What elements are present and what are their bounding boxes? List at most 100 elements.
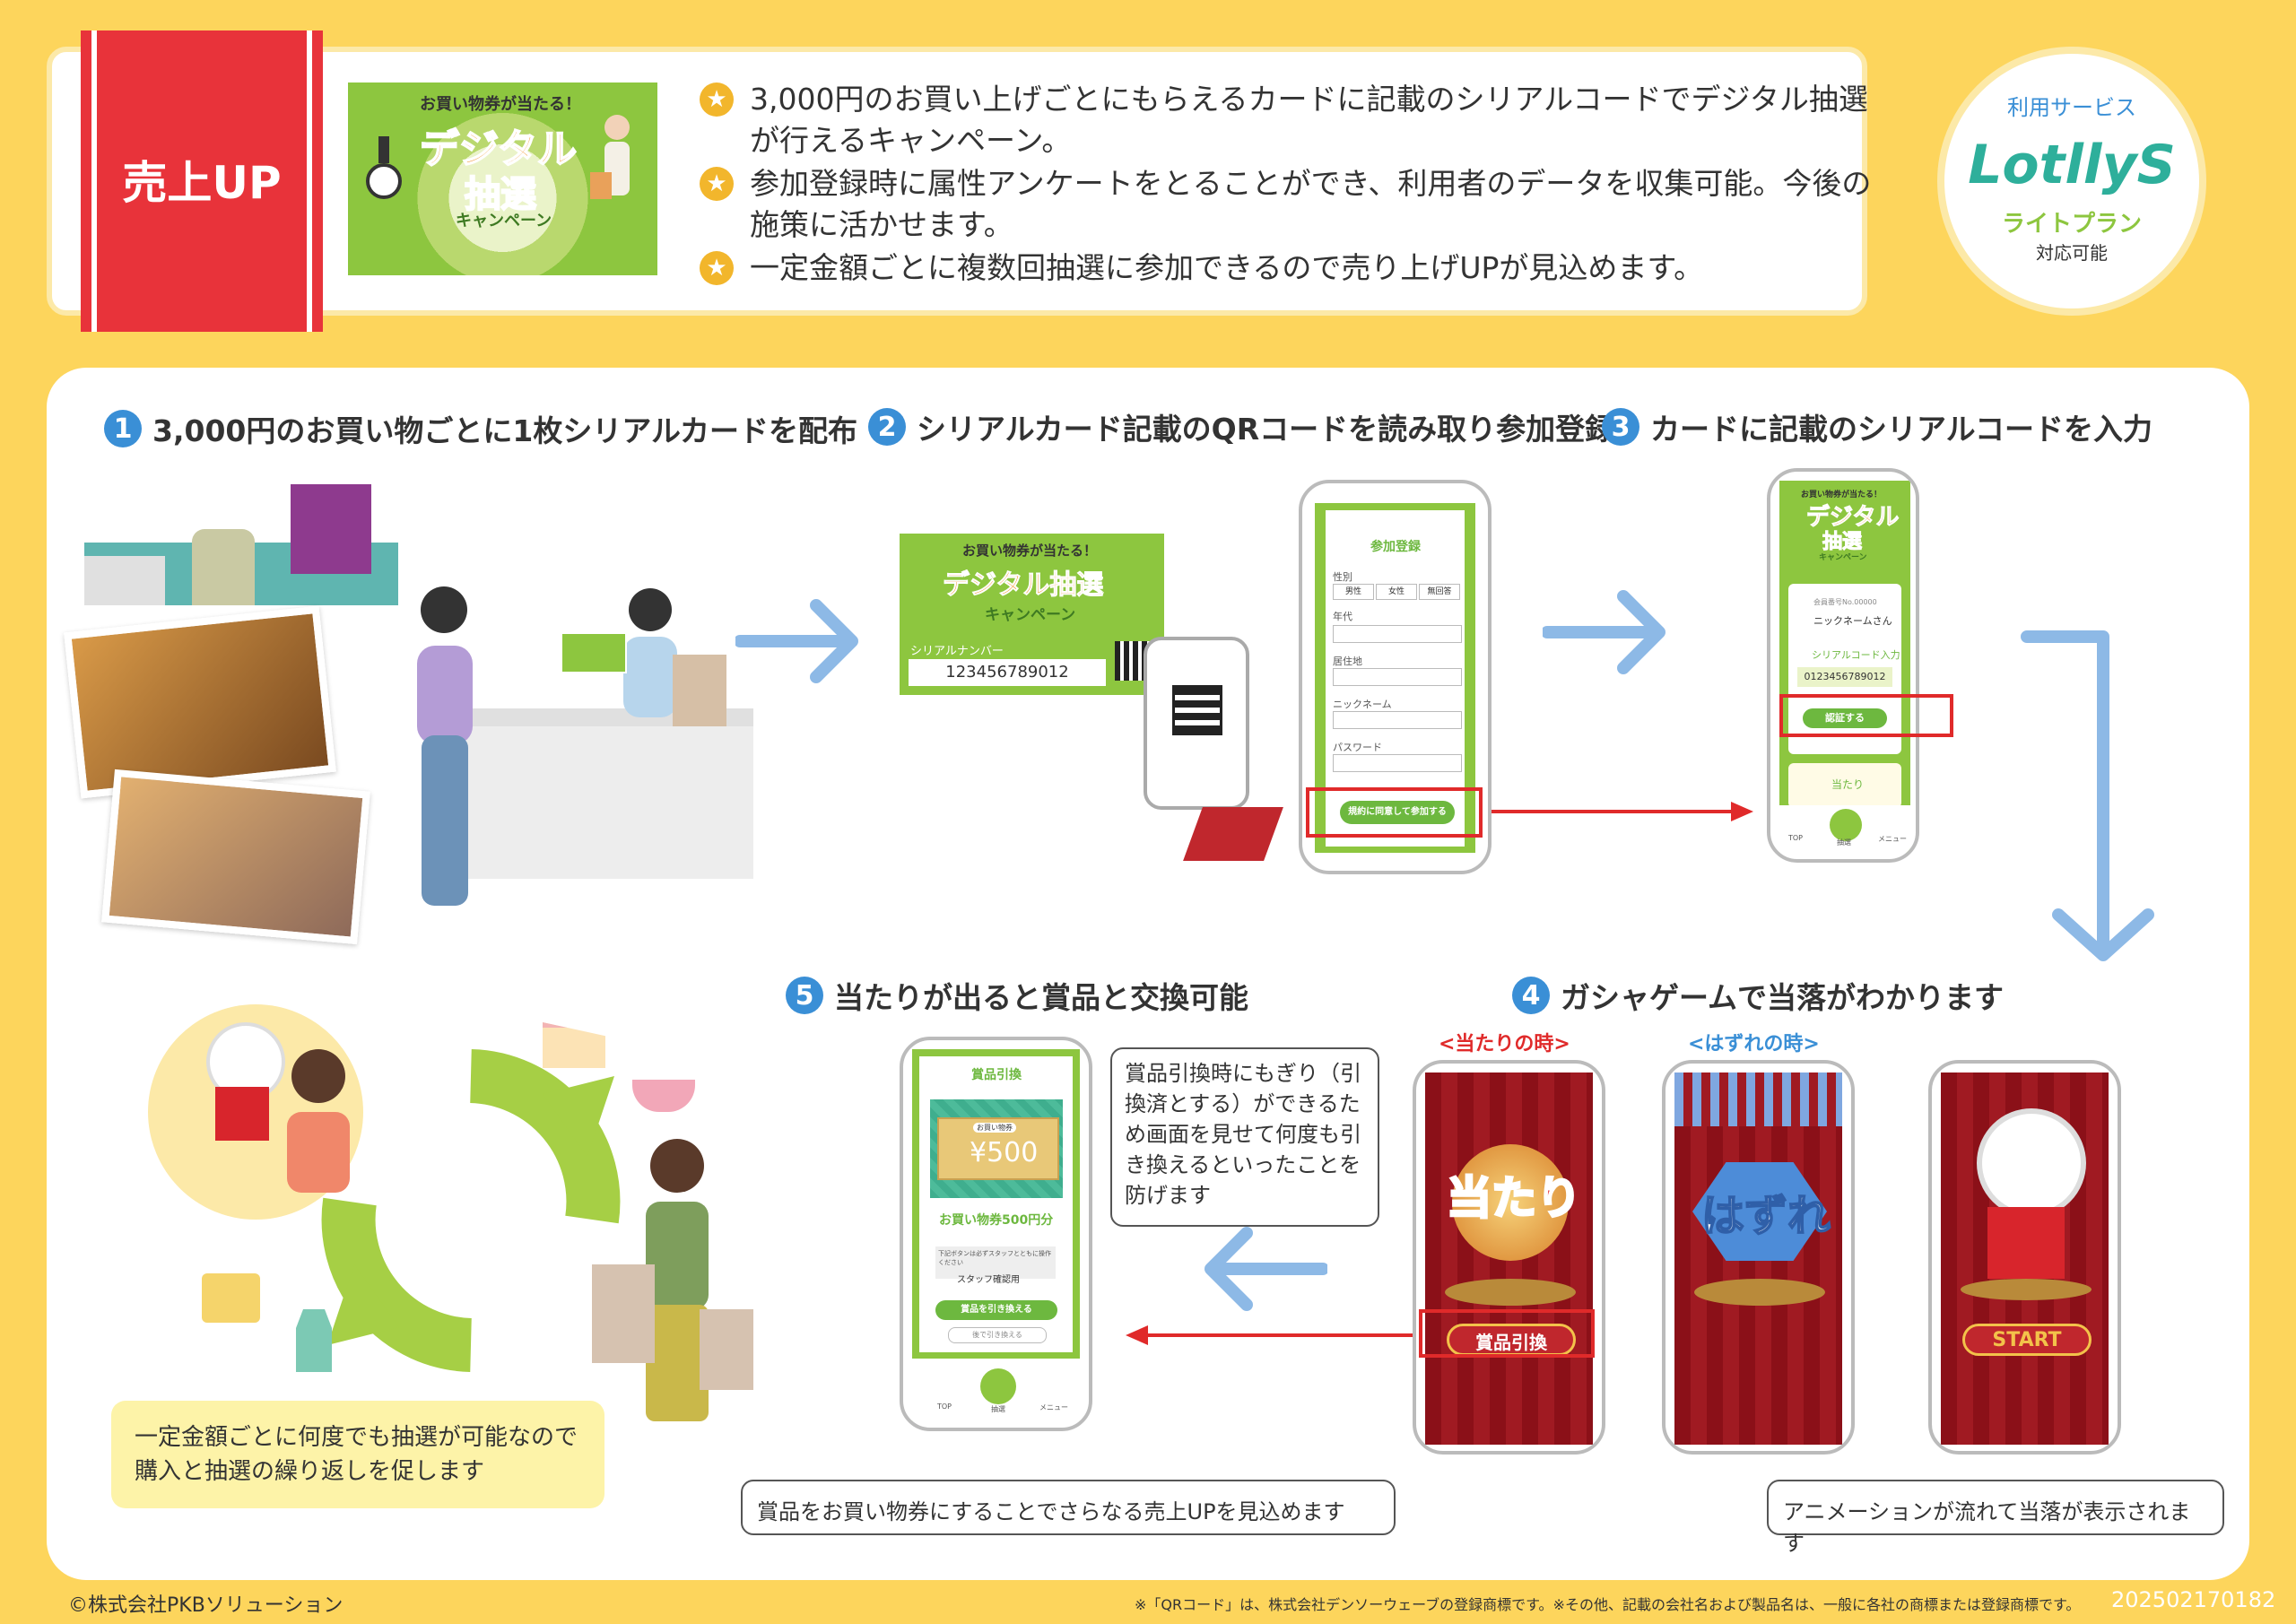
step-3-text: カードに記載のシリアルコードを入力 — [1650, 412, 2153, 447]
area-select[interactable] — [1333, 668, 1462, 686]
redeem-prize-button[interactable]: 賞品を引き換える — [935, 1300, 1057, 1320]
handbag-icon — [202, 1273, 260, 1323]
serial-entry-phone: お買い物券が当たる！ デジタル 抽選 キャンペーン 会員番号No.00000 ニ… — [1767, 468, 1919, 863]
phone-banner-top: お買い物券が当たる！ — [1801, 491, 1883, 499]
area-label: 居住地 — [1333, 656, 1362, 667]
sales-up-tag: 売上UP — [81, 30, 323, 332]
member-nickname: ニックネームさん — [1813, 615, 1892, 627]
service-label: 利用サービス — [2007, 95, 2136, 120]
perfume-icon — [296, 1309, 332, 1372]
serial-code-input[interactable]: 0123456789012 — [1797, 667, 1892, 687]
service-support: 対応可能 — [2036, 242, 2108, 264]
woman-phone-illustration — [287, 1049, 350, 1193]
campaign-banner-title2: 抽選 — [464, 173, 537, 216]
gender-label: 性別 — [1333, 571, 1352, 583]
win-result-text: 当たり — [1446, 1171, 1583, 1226]
register-submit-button[interactable]: 規約に同意して参加する — [1340, 801, 1455, 824]
cashier-counter-illustration — [466, 708, 753, 879]
nav-lottery-button[interactable] — [1830, 809, 1862, 841]
step-5-number: 5 — [786, 977, 823, 1014]
lose-phone-label: <はずれの時> — [1688, 1033, 1820, 1055]
bullet-2: ★ 参加登録時に属性アンケートをとることができ、利用者のデータを収集可能。今後の… — [700, 163, 1880, 246]
nav-lottery[interactable]: 抽選 — [991, 1405, 1005, 1413]
voucher-ticket: お買い物券 ¥500 — [937, 1117, 1059, 1180]
gacha-win-phone: 当たり 賞品引換 — [1413, 1060, 1605, 1455]
start-button[interactable]: START — [1962, 1324, 2092, 1356]
star-icon: ★ — [700, 251, 734, 285]
mini-serial-card — [561, 632, 627, 673]
authenticate-button[interactable]: 認証する — [1803, 708, 1887, 728]
star-icon: ★ — [700, 167, 734, 201]
gacha-lose-phone: はずれ — [1662, 1060, 1855, 1455]
customer-illustration — [417, 586, 473, 906]
gender-none-option[interactable]: 無回答 — [1419, 584, 1460, 600]
staff-check[interactable]: スタッフ確認用 — [957, 1275, 1020, 1285]
star-icon: ★ — [700, 83, 734, 117]
bullet-1: ★ 3,000円のお買い上げごとにもらえるカードに記載のシリアルコードでデジタル… — [700, 79, 1880, 161]
campaign-banner-sub: キャンペーン — [456, 212, 552, 230]
nav-menu[interactable]: メニュー — [1039, 1403, 1068, 1411]
arrow-right-icon — [1543, 590, 1665, 674]
serial-card-title: デジタル抽選 — [942, 569, 1104, 602]
nav-top[interactable]: TOP — [1788, 834, 1804, 842]
phone-banner-title2: 抽選 — [1822, 531, 1863, 554]
document-code: 202502170182 — [2111, 1587, 2276, 1612]
campaign-banner: お買い物券が当たる！ デジタル 抽選 キャンペーン — [348, 83, 657, 275]
watch-icon — [366, 136, 402, 199]
nav-lottery[interactable]: 抽選 — [1837, 838, 1851, 847]
gender-female-option[interactable]: 女性 — [1376, 584, 1417, 600]
copyright: ©株式会社PKBソリューション — [68, 1594, 344, 1617]
shopping-mall-illustration — [84, 484, 398, 605]
woman-shopping-illustration — [592, 1139, 753, 1421]
serial-input-label: シリアルコード入力 — [1812, 649, 1900, 661]
exchange-button[interactable]: 賞品引換 — [1447, 1324, 1576, 1356]
arrow-left-icon — [1205, 1227, 1327, 1311]
age-label: 年代 — [1333, 611, 1352, 622]
campaign-banner-title1: デジタル — [419, 126, 578, 173]
highlight-register-button — [1306, 787, 1483, 838]
step-5-title: 5 当たりが出ると賞品と交換可能 — [786, 974, 1248, 1017]
nickname-input[interactable] — [1333, 711, 1462, 729]
step-1-text: 3,000円のお買い物ごとに1枚シリアルカードを配布 — [152, 413, 858, 448]
serial-number-value: 123456789012 — [909, 659, 1106, 686]
service-brand-logo: LotllyS — [1968, 134, 2176, 196]
nickname-label: ニックネーム — [1333, 699, 1392, 710]
serial-card: お買い物券が当たる！ デジタル抽選 キャンペーン シリアルナンバー 123456… — [900, 534, 1164, 695]
gacha-start-phone: START — [1928, 1060, 2121, 1455]
gender-male-option[interactable]: 男性 — [1333, 584, 1374, 600]
staff-illustration — [623, 588, 677, 717]
step-2-number: 2 — [868, 408, 906, 446]
registration-title: 参加登録 — [1370, 540, 1421, 554]
step-3-number: 3 — [1602, 408, 1639, 446]
prize-name: お買い物券500円分 — [939, 1213, 1054, 1228]
gacha-machine-icon — [197, 1022, 287, 1148]
step-2-text: シリアルカード記載のQRコードを読み取り参加登録 — [917, 412, 1615, 447]
win-card-label: 当たり — [1831, 778, 1865, 791]
nav-lottery-button[interactable] — [980, 1368, 1016, 1404]
lose-result-text: はずれ — [1700, 1190, 1831, 1242]
step-4-text: ガシャゲームで当落がわかります — [1561, 980, 2005, 1015]
voucher-note-bubble: 賞品をお買い物券にすることでさらなる売上UPを見込めます — [741, 1480, 1396, 1535]
nav-top[interactable]: TOP — [937, 1403, 952, 1411]
redeem-later-button[interactable]: 後で引き換える — [948, 1327, 1047, 1343]
cycle-arrows-icon — [321, 1049, 621, 1372]
prize-phone: 賞品引換 お買い物券 ¥500 お買い物券500円分 下記ボタンは必ずスタッフと… — [900, 1037, 1092, 1431]
step-1-title: 1 3,000円のお買い物ごとに1枚シリアルカードを配布 — [104, 407, 857, 450]
hand-with-phone — [1144, 637, 1249, 810]
age-select[interactable] — [1333, 625, 1462, 643]
bullet-3: ★ 一定金額ごとに複数回抽選に参加できるので売り上げUPが見込めます。 — [700, 248, 1880, 289]
serial-number-label: シリアルナンバー — [910, 645, 1004, 658]
step-4-title: 4 ガシャゲームで当落がわかります — [1512, 974, 2004, 1017]
phone-banner-title1: デジタル — [1805, 504, 1900, 532]
phone-banner-sub: キャンペーン — [1819, 553, 1867, 562]
red-arrow-right — [1480, 802, 1753, 821]
highlight-auth-button — [1779, 694, 1953, 737]
step-3-title: 3 カードに記載のシリアルコードを入力 — [1602, 405, 2152, 448]
bullet-3-text: 一定金額ごとに複数回抽選に参加できるので売り上げUPが見込めます。 — [750, 250, 1704, 285]
nav-menu[interactable]: メニュー — [1878, 835, 1907, 843]
password-input[interactable] — [1333, 754, 1462, 772]
highlight-exchange-button — [1419, 1309, 1595, 1358]
step-5-text: 当たりが出ると賞品と交換可能 — [834, 980, 1248, 1015]
serial-card-sub: キャンペーン — [985, 606, 1076, 624]
arrow-down-icon — [2021, 630, 2154, 961]
